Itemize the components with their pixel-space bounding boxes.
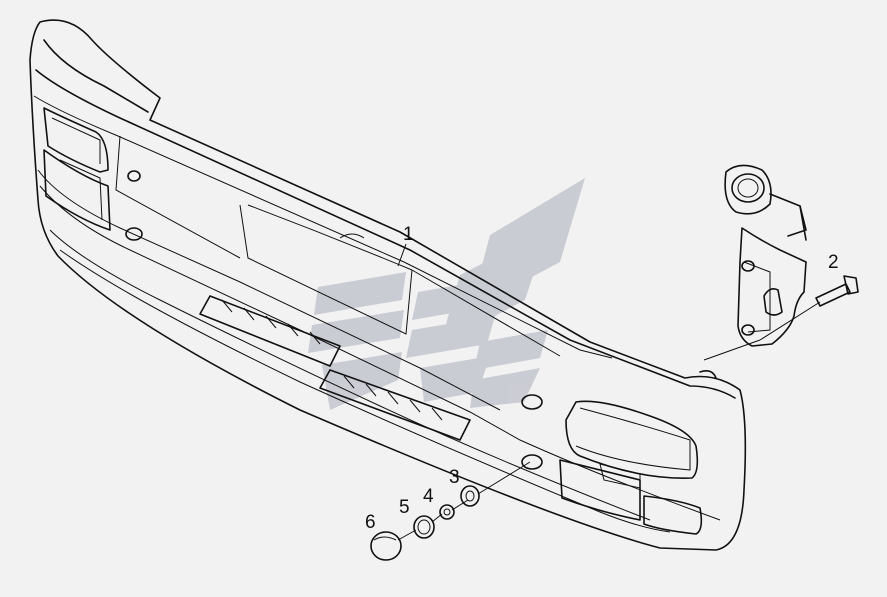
grommet	[413, 515, 435, 539]
callout-3: 3	[449, 467, 460, 488]
bolt	[815, 275, 859, 307]
callout-2: 2	[828, 252, 839, 273]
mounting-bracket	[724, 164, 807, 347]
bumper-assembly	[29, 19, 747, 551]
nut	[439, 504, 455, 520]
cap-plug	[370, 531, 402, 561]
washer	[460, 485, 480, 507]
callout-4: 4	[423, 486, 434, 507]
callout-6: 6	[365, 512, 376, 533]
callout-5: 5	[399, 497, 410, 518]
leader-lines	[397, 243, 821, 541]
callout-1: 1	[403, 224, 414, 245]
brand-logo-watermark	[308, 178, 585, 410]
